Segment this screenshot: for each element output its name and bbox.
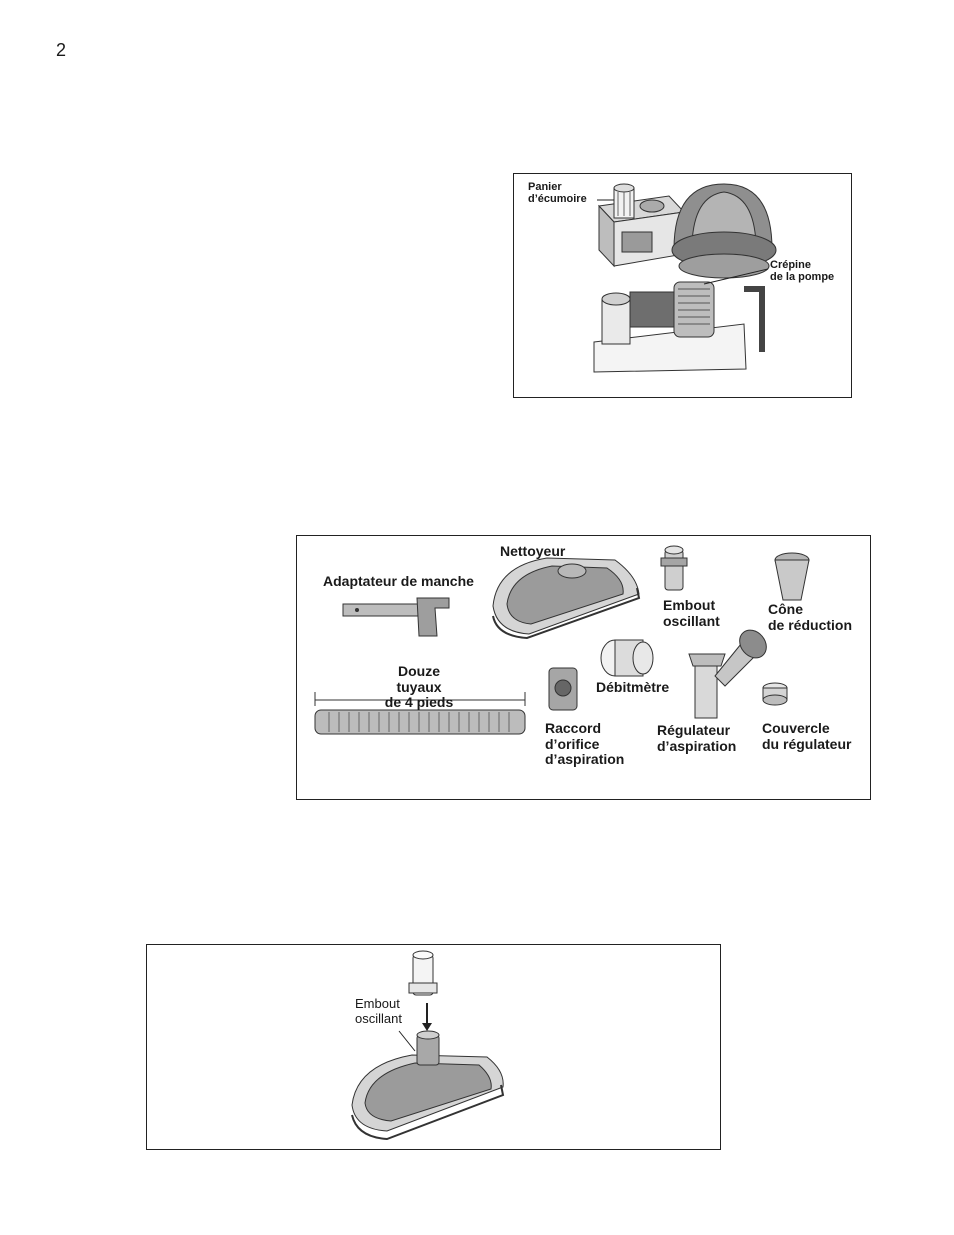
label-handle-adapter: Adaptateur de manche: [323, 573, 474, 589]
cleaner-drawing: [492, 557, 641, 640]
handle-adapter-drawing: [342, 597, 450, 637]
label-suction-regulator: Régulateur d’aspiration: [657, 722, 737, 754]
label-swivel: Embout oscillant: [663, 597, 720, 629]
hose-drawing: [314, 692, 526, 735]
cleaner-drawing: [351, 1030, 505, 1141]
label-reduction-cone: Cône de réduction: [768, 601, 853, 633]
figure-parts: Nettoyeur Adaptateur de manche Embout os…: [296, 535, 871, 800]
pump-motor-drawing: [601, 281, 765, 352]
swivel-drawing: [408, 950, 438, 1031]
label-cleaner: Nettoyeur: [500, 543, 566, 559]
swivel-drawing: [660, 545, 688, 591]
skimmer-pump-illustration: [593, 183, 777, 373]
page-number: 2: [56, 40, 67, 60]
parts-illustration: [314, 545, 810, 735]
label-regulator-cover: Couvercle du régulateur: [762, 720, 852, 752]
flowmeter-drawing: [600, 639, 654, 677]
pump-dome-drawing: [671, 183, 777, 279]
reduction-cone-drawing: [774, 552, 810, 601]
regulator-drawing: [688, 629, 767, 719]
label-swivel: Embout oscillant: [355, 996, 402, 1026]
skimmer-drawing: [597, 183, 686, 268]
figure-swivel-install: Embout oscillant: [146, 944, 721, 1150]
figure-skimmer-pump: Panier d’écumoire Crépine de la pompe: [513, 173, 852, 398]
regulator-cover-drawing: [762, 682, 788, 706]
label-pump-strainer: Crépine de la pompe: [770, 259, 835, 284]
suction-fitting-drawing: [548, 667, 578, 711]
label-flowmeter: Débitmètre: [596, 679, 670, 695]
label-hoses: Douze tuyaux de 4 pieds: [384, 663, 454, 711]
swivel-install-illustration: [351, 950, 505, 1141]
label-suction-fitting: Raccord d’orifice d’aspiration: [545, 720, 625, 768]
label-skimmer-basket: Panier d’écumoire: [528, 181, 587, 206]
